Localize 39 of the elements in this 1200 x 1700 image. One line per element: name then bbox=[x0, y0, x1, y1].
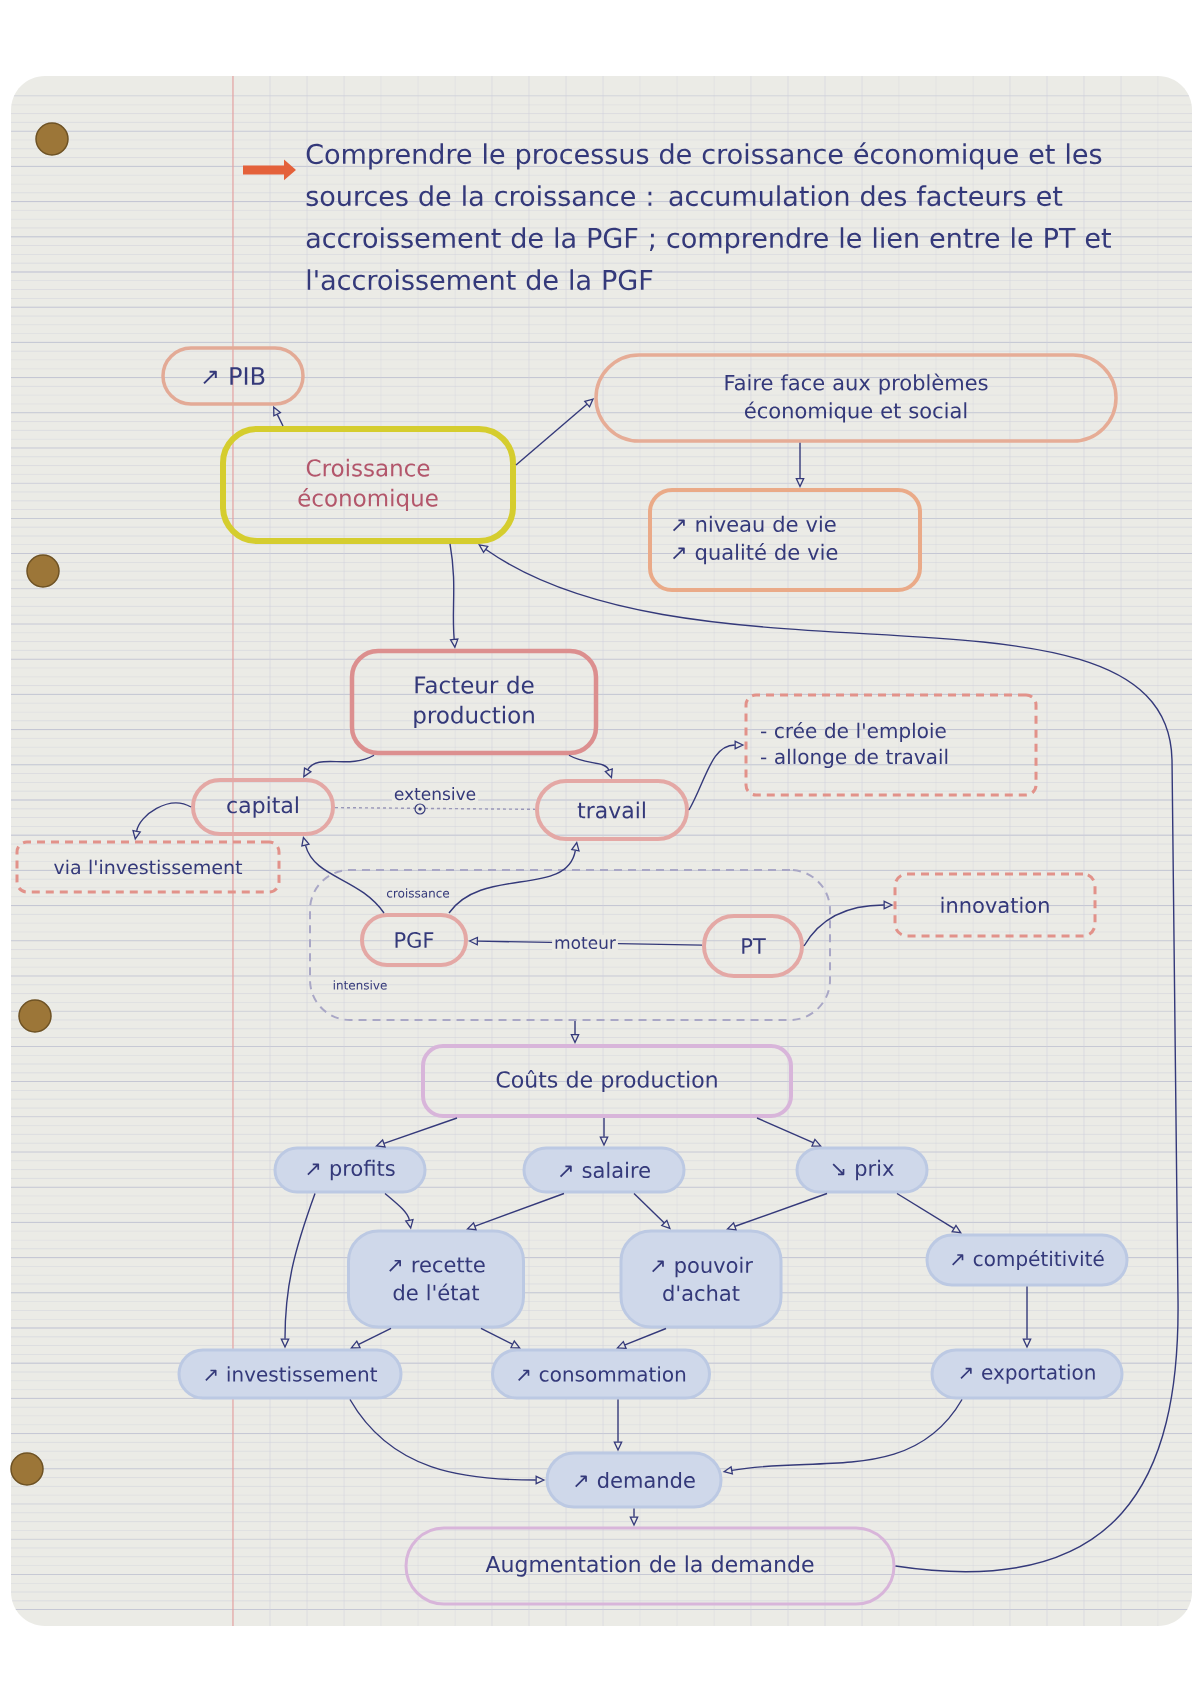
arrow bbox=[633, 1192, 671, 1230]
pill-node: ↗ pouvoir d'achat bbox=[619, 1229, 783, 1329]
rounded-box: ↗ niveau de vie ↗ qualité de vie bbox=[648, 488, 922, 592]
arrow bbox=[896, 1192, 962, 1234]
side-note: intensive bbox=[333, 980, 387, 990]
pill-node: ↗ demande bbox=[545, 1451, 723, 1509]
arrow bbox=[303, 754, 375, 778]
arrow bbox=[478, 544, 1179, 1573]
connector-line bbox=[334, 806, 536, 811]
dashed-box: innovation bbox=[893, 872, 1097, 938]
pill-node: ↗ consommation bbox=[491, 1348, 711, 1400]
arrow bbox=[568, 754, 613, 779]
arrow bbox=[570, 1020, 580, 1044]
arrow bbox=[726, 1192, 828, 1231]
arrow bbox=[756, 1117, 822, 1147]
pill-node: ↗ profits bbox=[273, 1146, 427, 1194]
dashed-region bbox=[309, 869, 831, 1021]
arrow bbox=[350, 1327, 392, 1349]
pill-node: ↗ salaire bbox=[522, 1146, 686, 1194]
arrow bbox=[480, 1327, 521, 1349]
pill-node: ↗ compétitivité bbox=[925, 1233, 1129, 1287]
arrow bbox=[466, 1192, 565, 1231]
pill-node: ↗ recette de l'état bbox=[347, 1229, 525, 1329]
dashed-box: - crée de l'emploie - allonge de travail bbox=[744, 693, 1038, 797]
rounded-box: Croissance économique bbox=[220, 426, 516, 544]
pill-node: ↘ prix bbox=[795, 1146, 929, 1194]
arrow bbox=[301, 836, 385, 914]
dashed-box: via l'investissement bbox=[15, 840, 281, 894]
arrow bbox=[616, 1327, 667, 1350]
edge-label: extensive bbox=[391, 785, 479, 803]
pill-node: ↗ exportation bbox=[930, 1348, 1124, 1400]
rounded-box: Coûts de production bbox=[421, 1044, 793, 1118]
arrow bbox=[375, 1117, 458, 1148]
rounded-box: Facteur de production bbox=[349, 648, 599, 756]
pill-node: ↗ investissement bbox=[177, 1348, 403, 1400]
arrow bbox=[448, 841, 580, 914]
side-note: croissance bbox=[386, 888, 450, 898]
arrow bbox=[795, 442, 805, 488]
heading: Comprendre le processus de croissance économique et les sources de la croissance : accumulation des facteurs et accroissement de la PGF ; comprendre le lien entre le PT et l'accroissement de la PGF bbox=[306, 142, 1111, 291]
